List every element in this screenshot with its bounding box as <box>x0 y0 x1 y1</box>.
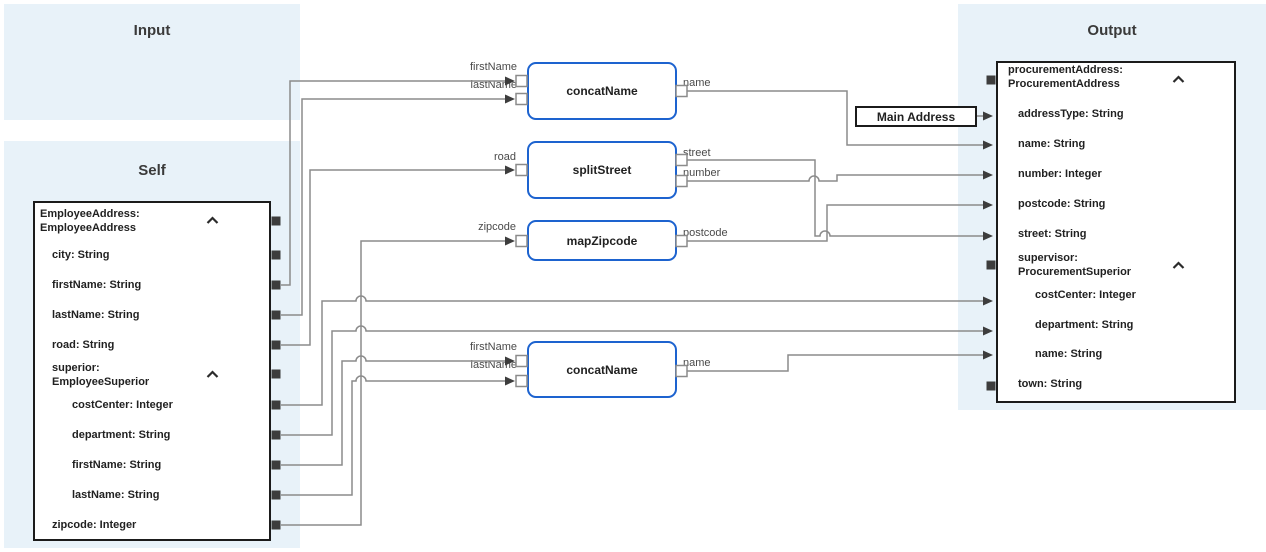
output-field-name[interactable]: name: String <box>1018 138 1086 150</box>
self-field-superior[interactable]: superior: EmployeeSuperior <box>52 362 150 388</box>
output-field-supervisor-name[interactable]: name: String <box>1035 348 1103 360</box>
self-field-lastname[interactable]: lastName: String <box>52 309 140 321</box>
wire-lastname-to-concatname1 <box>281 98 506 316</box>
output-field-supervisor-department[interactable]: department: String <box>1035 319 1134 331</box>
transform-label: concatName <box>566 362 638 377</box>
port-label-firstname: firstName <box>469 341 517 353</box>
output-field-addresstype[interactable]: addressType: String <box>1018 108 1124 120</box>
port-label-zipcode: zipcode <box>478 221 516 233</box>
wire-zipcode-to-mapzipcode <box>281 240 506 526</box>
input-panel-title: Input <box>133 22 171 39</box>
output-field-supervisor[interactable]: supervisor: ProcurementSuperior <box>1018 252 1132 278</box>
transform-box-concatname-1[interactable]: concatName <box>527 62 677 120</box>
main-address-constant-box[interactable]: Main Address <box>855 106 977 127</box>
self-field-superior-lastname[interactable]: lastName: String <box>72 489 160 501</box>
output-field-postcode[interactable]: postcode: String <box>1018 198 1106 210</box>
self-panel-title: Self <box>138 162 166 179</box>
wire-road-to-splitstreet <box>281 169 506 346</box>
port-label-firstname: firstName <box>469 61 517 73</box>
wire-number-to-output <box>687 174 984 182</box>
wire-street-to-output <box>687 159 984 237</box>
wire-sup-firstname-to-concatname2 <box>281 355 506 466</box>
transform-label: concatName <box>566 84 638 98</box>
transform-box-mapzipcode[interactable]: mapZipcode <box>527 220 677 261</box>
port-label-street: street <box>683 147 711 159</box>
chevron-up-icon[interactable] <box>206 370 219 379</box>
chevron-up-icon[interactable] <box>1172 75 1185 84</box>
output-tree-header[interactable]: procurementAddress: ProcurementAddress <box>1008 64 1123 90</box>
constant-label: Main Address <box>876 109 956 124</box>
transform-box-splitstreet[interactable]: splitStreet <box>527 141 677 199</box>
wire-postcode-to-output <box>687 204 984 242</box>
self-field-city[interactable]: city: String <box>52 249 110 261</box>
self-field-superior-costcenter[interactable]: costCenter: Integer <box>72 399 173 411</box>
output-field-supervisor-costcenter[interactable]: costCenter: Integer <box>1035 289 1136 301</box>
chevron-up-icon[interactable] <box>206 216 219 225</box>
output-field-town[interactable]: town: String <box>1018 378 1083 390</box>
transform-label: mapZipcode <box>566 233 638 248</box>
output-field-number[interactable]: number: Integer <box>1018 168 1102 180</box>
chevron-up-icon[interactable] <box>1172 261 1185 270</box>
transform-box-concatname-2[interactable]: concatName <box>527 341 677 398</box>
self-field-zipcode[interactable]: zipcode: Integer <box>52 519 137 531</box>
transform-label: splitStreet <box>572 163 632 177</box>
port-label-lastname: lastName <box>470 359 517 371</box>
wire-sup-lastname-to-concatname2 <box>281 375 506 496</box>
port-label-postcode: postcode <box>683 227 728 239</box>
port-label-name: name <box>683 357 711 369</box>
port-label-name: name <box>683 77 711 89</box>
output-field-street[interactable]: street: String <box>1018 228 1087 240</box>
output-tree-box <box>996 61 1236 403</box>
output-panel-title: Output <box>1087 22 1137 39</box>
port-label-number: number <box>683 167 721 179</box>
self-tree-header[interactable]: EmployeeAddress: EmployeeAddress <box>40 208 140 234</box>
self-field-superior-department[interactable]: department: String <box>72 429 171 441</box>
wire-concatname2-to-output-name <box>687 354 984 372</box>
port-label-lastname: lastName <box>470 79 517 91</box>
self-field-firstname[interactable]: firstName: String <box>52 279 142 291</box>
self-field-superior-firstname[interactable]: firstName: String <box>72 459 162 471</box>
input-panel <box>4 4 300 120</box>
self-tree-box <box>33 201 271 541</box>
port-label-road: road <box>493 151 516 163</box>
self-field-road[interactable]: road: String <box>52 339 115 351</box>
wire-firstname-to-concatname1 <box>281 80 506 286</box>
